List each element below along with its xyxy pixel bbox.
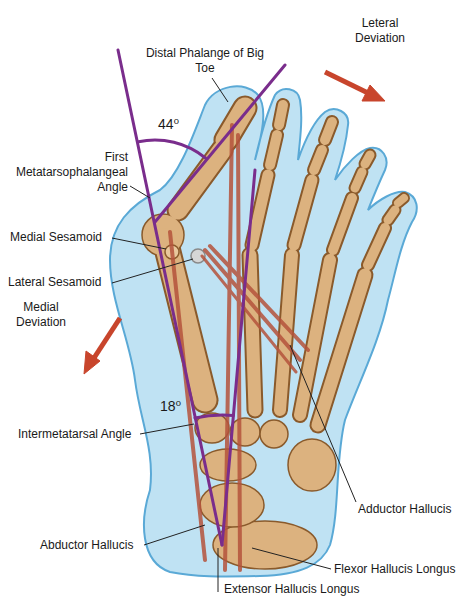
part-label: Lateral Sesamoid: [8, 275, 101, 290]
muscle-label: Abductor Hallucis: [40, 538, 133, 553]
direction-label: Medial Deviation: [6, 300, 76, 330]
deviation-arrows: [84, 72, 385, 374]
direction-label: Leteral Deviation: [340, 16, 420, 46]
angle-label: Intermetatarsal Angle: [18, 427, 131, 442]
angle-lines: [118, 50, 285, 545]
angle-value: 44⁰: [158, 116, 179, 133]
leader-lines: [112, 78, 356, 592]
muscle-label: Flexor Hallucis Longus: [334, 562, 455, 577]
muscle-label: Adductor Hallucis: [358, 502, 451, 517]
part-label: Medial Sesamoid: [10, 230, 102, 245]
part-label: Distal Phalange of Big Toe: [140, 46, 270, 76]
angle-label: First Metatarsophalangeal Angle: [2, 150, 128, 195]
angle-value: 18⁰: [160, 398, 181, 415]
tendons: [170, 125, 308, 570]
muscle-label: Extensor Hallucis Longus: [224, 582, 359, 597]
